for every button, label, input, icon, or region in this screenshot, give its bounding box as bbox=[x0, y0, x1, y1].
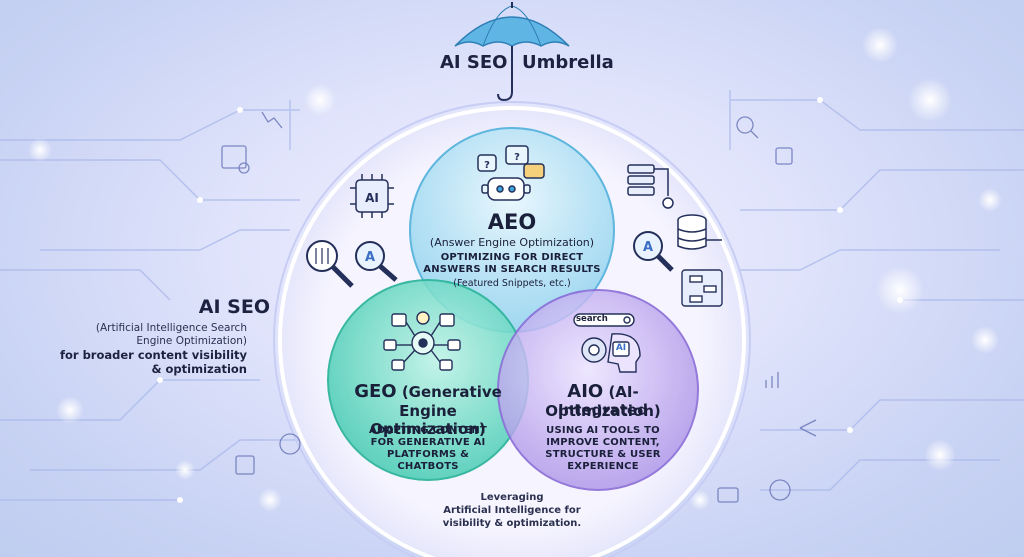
magnifier-a-icon bbox=[355, 241, 398, 282]
geo-desc-1: ADAPTING CONTENT bbox=[369, 425, 487, 436]
list-icon bbox=[235, 455, 255, 475]
question-mark-1: ? bbox=[484, 160, 490, 171]
aio-title-line2: Optimization) bbox=[545, 402, 661, 420]
ai-seo-subtitle: (Artificial Intelligence Search Engine O… bbox=[95, 322, 247, 347]
umbrella-title-left: AI SEO bbox=[440, 52, 508, 73]
pie-icon bbox=[769, 479, 791, 501]
geo-desc-2: FOR GENERATIVE AI bbox=[370, 437, 486, 448]
footer-line-3: visibility & optimization. bbox=[442, 518, 582, 529]
question-mark-2: ? bbox=[514, 152, 520, 163]
geo-desc-3: PLATFORMS & bbox=[386, 449, 470, 460]
aeo-title: AEO bbox=[487, 210, 537, 234]
search-a-right: A bbox=[643, 240, 653, 255]
geo-title-line2: Engine Optimization) bbox=[370, 402, 486, 438]
aeo-desc-1: OPTIMIZING FOR DIRECT bbox=[440, 252, 584, 263]
ai-seo-title: AI SEO bbox=[198, 296, 270, 318]
aio-title-rest: (AI-Integrated bbox=[558, 383, 648, 419]
umbrella-title-right: Umbrella bbox=[522, 52, 614, 73]
aio-search-label: search bbox=[576, 314, 608, 324]
geo-title: GEO (Generative bbox=[343, 381, 513, 402]
magnifier-sliders-icon bbox=[306, 240, 354, 288]
aio-desc-2: IMPROVE CONTENT, bbox=[546, 437, 660, 448]
small-doc-icon bbox=[775, 147, 793, 165]
aeo-desc-2: ANSWERS IN SEARCH RESULTS bbox=[423, 264, 601, 275]
aio-desc-4: EXPERIENCE bbox=[567, 461, 639, 472]
geo-title-rest: (Generative bbox=[401, 383, 502, 401]
share-icon bbox=[799, 419, 817, 437]
footer-line-2: Artificial Intelligence for bbox=[443, 505, 581, 516]
footer-line-1: Leveraging bbox=[480, 492, 544, 503]
server-flow-icon bbox=[627, 164, 674, 209]
ai-head-gear-icon bbox=[573, 313, 641, 373]
ai-chip-icon bbox=[350, 174, 394, 218]
doc-search-icon bbox=[221, 145, 247, 169]
donut-icon bbox=[279, 433, 301, 455]
aio-circle bbox=[497, 289, 699, 491]
aio-desc-1: USING AI TOOLS TO bbox=[546, 425, 660, 436]
umbrella-icon bbox=[454, 2, 570, 102]
database-icon bbox=[677, 214, 722, 250]
chart-icon bbox=[261, 111, 283, 129]
network-brain-icon bbox=[383, 311, 461, 371]
geo-desc-4: CHATBOTS bbox=[397, 461, 459, 472]
robot-chat-icon bbox=[477, 145, 545, 201]
small-search-icon bbox=[736, 116, 754, 134]
aio-desc-3: STRUCTURE & USER bbox=[545, 449, 661, 460]
aeo-note: (Featured Snippets, etc.) bbox=[453, 278, 571, 289]
aeo-subtitle: (Answer Engine Optimization) bbox=[429, 236, 595, 249]
chip-label: AI bbox=[365, 191, 379, 205]
search-a-left: A bbox=[365, 250, 375, 265]
geo-acronym: GEO bbox=[354, 381, 397, 402]
aio-chip-label: AI bbox=[615, 343, 627, 353]
magnifier-a-right-icon bbox=[633, 231, 674, 272]
aio-title: AIO (AI-Integrated bbox=[523, 381, 683, 420]
ai-seo-tagline: for broader content visibility & optimiz… bbox=[59, 348, 247, 376]
flowchart-icon bbox=[681, 269, 723, 307]
aio-acronym: AIO bbox=[567, 381, 604, 402]
